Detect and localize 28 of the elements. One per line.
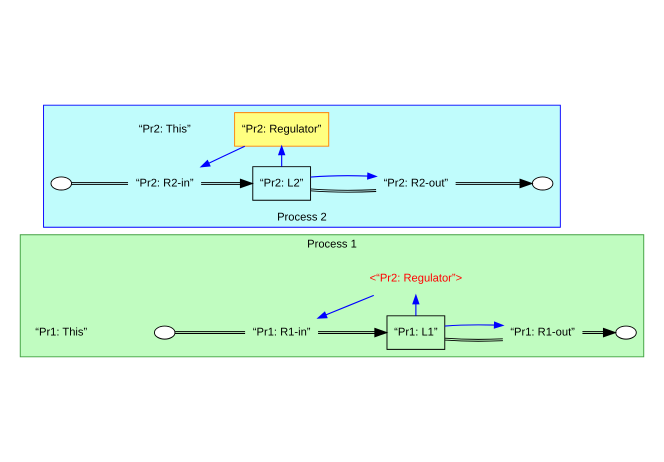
node-text: <“Pr2: Regulator”> (370, 272, 462, 284)
node-cloud (50, 176, 72, 190)
connector (310, 188, 377, 193)
arrow (455, 178, 534, 188)
label: “Pr1: This” (35, 326, 88, 338)
arrow (582, 328, 617, 338)
arrow (200, 178, 254, 188)
node-text: “Pr1: R1-out” (510, 326, 575, 338)
node-text: “Pr1: R1-in” (252, 326, 311, 338)
arrow (278, 144, 286, 167)
node-text: “Pr2: R2-in” (136, 177, 194, 190)
arrow (444, 321, 505, 329)
node-box: “Pr1: L1” (386, 315, 446, 350)
arrow (316, 294, 374, 319)
node-cloud (154, 326, 176, 340)
arrow (310, 172, 378, 180)
node-cloud (532, 176, 554, 190)
connector (174, 331, 246, 334)
connector (71, 182, 128, 185)
arrow (200, 146, 246, 168)
connector (444, 338, 504, 342)
arrow (412, 294, 420, 316)
node-text: “Pr2: R2-out” (384, 177, 448, 190)
node-box: “Pr2: L2” (252, 166, 312, 201)
node-cloud (615, 326, 637, 340)
node-box: “Pr2: Regulator” (234, 112, 330, 147)
arrow (318, 328, 388, 338)
label: “Pr2: This” (138, 123, 191, 136)
